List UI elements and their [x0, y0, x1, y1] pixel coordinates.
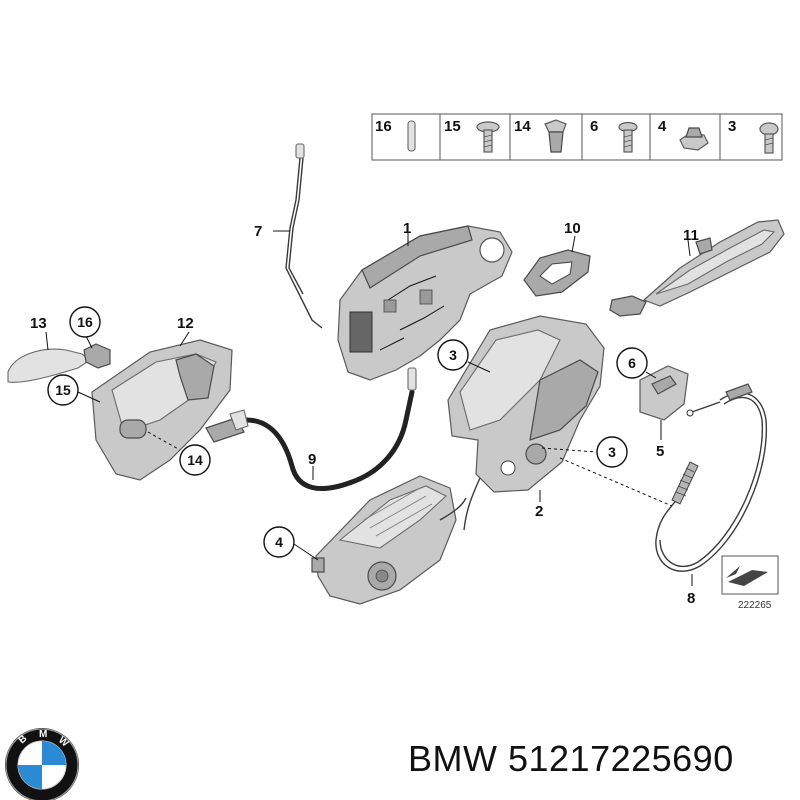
strip-label-16: 16: [375, 118, 392, 135]
callout-3-upper: 3: [437, 339, 491, 373]
part-4-actuator: [293, 475, 467, 605]
figure-number: 222265: [738, 600, 772, 611]
part-12-inner-carrier: 12: [91, 315, 233, 481]
strip-label-3: 3: [728, 118, 736, 135]
clip-nut-icon: [544, 119, 567, 153]
part-5-bracket: 5: [639, 365, 689, 460]
strip-label-15: 15: [444, 118, 461, 135]
part-2-door-lock: 2: [447, 315, 605, 531]
part-10-bezel: 10: [523, 220, 591, 297]
part-9-cable: 9: [205, 367, 417, 491]
callout-16-label: 16: [77, 314, 93, 330]
pin-icon: [407, 120, 416, 152]
callout-10: 10: [564, 220, 581, 237]
callout-14: 14: [147, 431, 211, 476]
callout-5: 5: [656, 443, 664, 460]
brand-part-number: BMW 51217225690: [408, 738, 734, 779]
strip-label-14: 14: [514, 118, 531, 135]
figure-reference: 222265: [721, 555, 779, 611]
part-13-trim-cap: 13: [7, 315, 111, 383]
strip-label-4: 4: [658, 118, 667, 135]
small-parts-strip: 16 15 14 6 4 3: [371, 113, 783, 161]
part-8-bowden-cable: 8: [559, 383, 768, 607]
screw-icon: [618, 121, 638, 153]
callout-1: 1: [403, 220, 411, 237]
callout-12: 12: [177, 315, 194, 332]
callout-7: 7: [254, 223, 262, 240]
torx-screw-icon: [759, 122, 779, 154]
svg-text:M: M: [39, 729, 47, 740]
callout-2: 2: [535, 503, 543, 520]
callout-13: 13: [30, 315, 47, 332]
hex-nut-icon: [679, 127, 709, 151]
callout-15-label: 15: [55, 382, 71, 398]
callout-9: 9: [308, 451, 316, 468]
flange-screw-icon: [476, 121, 500, 153]
bmw-logo: B M W: [5, 728, 79, 800]
strip-label-6: 6: [590, 118, 598, 135]
callout-11: 11: [683, 227, 699, 244]
callout-3-lower: 3: [541, 436, 628, 468]
callout-4-label: 4: [275, 534, 283, 550]
callout-8: 8: [687, 590, 695, 607]
part-1-handle-carrier: 1: [337, 220, 513, 381]
callout-3-lower-label: 3: [608, 444, 616, 460]
callout-3-upper-label: 3: [449, 347, 457, 363]
callout-6: 6: [616, 347, 657, 379]
part-7-rod: 7: [254, 143, 323, 329]
callout-14-label: 14: [187, 452, 203, 468]
callout-6-label: 6: [628, 355, 636, 371]
part-11-outer-handle: 11: [609, 219, 785, 317]
callout-4: 4: [263, 526, 295, 558]
callout-16: 16: [69, 306, 101, 349]
callout-15: 15: [47, 374, 101, 406]
